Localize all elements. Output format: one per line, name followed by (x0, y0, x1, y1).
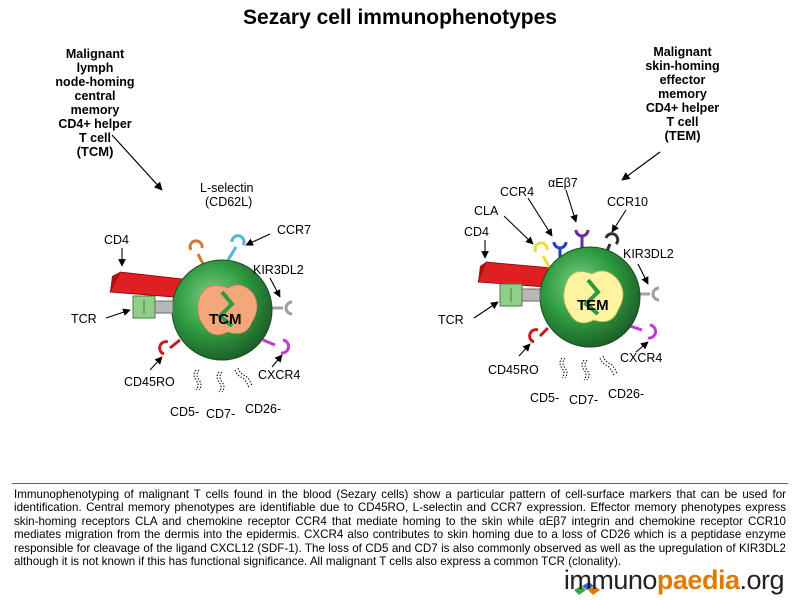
right-cla-label: CLA (474, 204, 499, 218)
logo-part-3: .org (739, 565, 784, 595)
left-cd7-negative (216, 371, 225, 393)
left-title-line: CD4+ helper (58, 117, 132, 131)
left-cxcr4-receptor (262, 338, 290, 355)
left-title-line: memory (70, 103, 120, 117)
right-tcr-arrow (473, 301, 499, 319)
left-kir3dl2-receptor (270, 300, 293, 316)
right-title-line: Malignant (653, 45, 712, 59)
right-ccr4-arrow (527, 197, 553, 237)
left-cd7-label: CD7- (206, 407, 235, 421)
left-title-subtype: (TCM) (76, 144, 114, 159)
right-title-line: T cell (666, 115, 699, 129)
left-cxcr4-label: CXCR4 (258, 368, 300, 382)
right-cla-receptor (533, 241, 552, 269)
page-title: Sezary cell immunophenotypes (243, 6, 557, 29)
left-cd62l-label: (CD62L) (205, 195, 252, 209)
left-ccr7-label: CCR7 (277, 223, 311, 237)
right-ccr10-label: CCR10 (607, 195, 648, 209)
right-aeb7-label: αEβ7 (548, 176, 578, 190)
right-cd45ro-receptor (528, 326, 550, 344)
right-title-line: effector (659, 73, 706, 87)
left-cd26-negative (234, 367, 253, 389)
left-cd4-receptor-tip (110, 272, 120, 292)
right-kir3dl2-label: KIR3DL2 (623, 247, 674, 261)
left-cell-title: Malignant lymph node-homing central memo… (40, 47, 150, 159)
left-cd4-label: CD4 (104, 233, 129, 247)
right-cd4-label: CD4 (464, 225, 489, 239)
logo-part-2: paedia (656, 565, 740, 595)
left-title-line: node-homing (55, 75, 135, 89)
right-tcr-receptor (499, 283, 541, 307)
left-title-line: central (74, 89, 116, 103)
right-cd45ro-label: CD45RO (488, 363, 539, 377)
right-title-line: skin-homing (645, 59, 720, 73)
left-cxcr4-arrow (271, 354, 283, 368)
left-title-line: T cell (79, 131, 111, 145)
right-cxcr4-label: CXCR4 (620, 351, 662, 365)
right-kir3dl2-arrow (637, 263, 649, 285)
immunophenotype-diagram: CD4 L-selectin (CD62L) CCR7 KIR3DL2 TCR … (71, 134, 674, 421)
right-cla-arrow (503, 215, 534, 245)
left-tcr-arrow (105, 308, 131, 319)
left-cd45ro-receptor (158, 338, 181, 356)
right-ccr10-arrow (611, 209, 627, 233)
right-cd45ro-arrow (518, 343, 531, 357)
logo-part-1: immuno (563, 565, 658, 595)
left-cd26-label: CD26- (245, 402, 281, 416)
left-tcr-label: TCR (71, 312, 97, 326)
left-cell: CD4 L-selectin (CD62L) CCR7 KIR3DL2 TCR … (71, 134, 311, 421)
right-cell: αEβ7 CCR4 CLA CCR10 CD4 KIR3DL2 TCR CD45… (438, 151, 674, 407)
left-kir3dl2-label: KIR3DL2 (253, 263, 304, 277)
right-cd7-label: CD7- (569, 393, 598, 407)
left-cd45ro-label: CD45RO (124, 375, 175, 389)
right-cxcr4-receptor (629, 323, 657, 340)
left-title-line: lymph (76, 61, 114, 75)
left-title-line: Malignant (65, 47, 125, 61)
right-cell-title: Malignant skin-homing effector memory CD… (625, 45, 740, 143)
right-cd26-negative (599, 355, 618, 377)
divider-rule (12, 483, 788, 484)
left-cd45ro-arrow (149, 356, 163, 371)
left-ccr7-receptor (226, 234, 246, 261)
right-kir3dl2-receptor (638, 286, 660, 302)
logo-cube-icon (574, 582, 600, 595)
right-cxcr4-arrow (635, 341, 649, 353)
left-cd5-negative (193, 369, 202, 391)
left-title-arrow (111, 134, 163, 191)
left-ccr7-arrow (245, 233, 271, 246)
right-nucleus-label: TEM (577, 297, 609, 314)
left-lselectin-label: L-selectin (200, 181, 254, 195)
immunopaedia-logo[interactable]: immunopaedia.org (563, 565, 785, 596)
right-cd26-label: CD26- (608, 387, 644, 401)
description-text: Immunophenotyping of malignant T cells f… (14, 488, 786, 569)
left-tcr-receptor (132, 295, 174, 319)
right-cd5-negative (559, 357, 568, 379)
left-nucleus-cleft (217, 290, 235, 328)
right-ccr4-label: CCR4 (500, 185, 534, 199)
left-cd5-label: CD5- (170, 405, 199, 419)
right-title-line: memory (658, 87, 707, 101)
right-cd4-receptor-tip (478, 262, 486, 282)
right-nucleus-cleft (583, 278, 601, 316)
left-nucleus-label: TCM (209, 311, 242, 328)
right-cd7-negative (581, 359, 590, 381)
right-title-line: CD4+ helper (645, 101, 720, 115)
right-title-arrow (621, 151, 661, 181)
right-cd5-label: CD5- (530, 391, 559, 405)
right-tcr-label: TCR (438, 313, 464, 327)
right-aeb7-arrow (565, 189, 578, 223)
left-kir3dl2-arrow (269, 277, 281, 298)
right-title-subtype: (TEM) (664, 128, 701, 143)
